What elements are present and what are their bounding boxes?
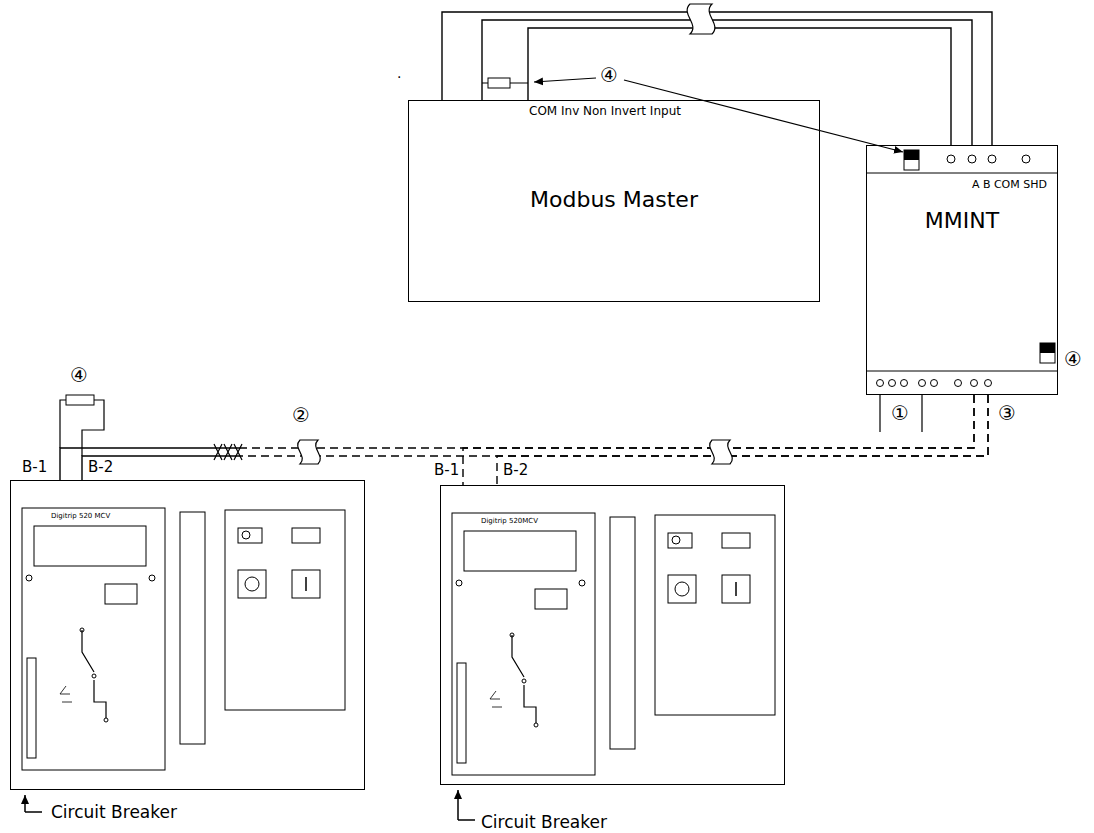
stray-mark: . — [397, 66, 401, 81]
wire — [442, 12, 992, 145]
node-title: Modbus Master — [409, 187, 819, 212]
node-caption: Digitrip 520 MCV — [51, 512, 110, 520]
callout-number: ④ — [1064, 348, 1082, 370]
circuit-breaker: Digitrip 520 MCVCircuit Breaker — [10, 480, 365, 790]
callout-number: ④ — [600, 64, 618, 86]
wire — [463, 395, 974, 485]
wire — [528, 28, 951, 145]
node-caption: A B COM SHD — [972, 179, 1047, 192]
callout-number: ② — [292, 404, 310, 426]
callout-number: ③ — [998, 402, 1016, 424]
node-caption: Digitrip 520MCV — [481, 517, 538, 525]
interface-module: A B COM SHD MMINT — [866, 145, 1058, 395]
node-title: Circuit Breaker — [51, 803, 177, 823]
wire — [497, 395, 988, 485]
terminal-label: B-2 — [503, 462, 528, 479]
wire — [240, 395, 988, 456]
node-caption: COM Inv Non Invert Input — [529, 105, 681, 119]
cable-connector — [463, 395, 988, 485]
cable-connector — [442, 12, 992, 145]
wire — [82, 456, 240, 480]
cable-connector — [60, 395, 988, 480]
terminal-label: B-1 — [434, 462, 459, 479]
circuit-breaker: Digitrip 520MCVCircuit Breaker — [440, 485, 785, 785]
node-title: MMINT — [867, 208, 1057, 233]
terminal-label: B-2 — [88, 459, 113, 476]
node-title: Circuit Breaker — [481, 813, 607, 833]
wire — [482, 20, 972, 145]
callout-number: ④ — [70, 364, 88, 386]
terminal-label: B-1 — [22, 459, 47, 476]
callout-number: ① — [891, 402, 909, 424]
wire — [60, 448, 240, 480]
master-box: COM Inv Non Invert InputModbus Master — [408, 100, 820, 302]
wire — [240, 395, 974, 448]
